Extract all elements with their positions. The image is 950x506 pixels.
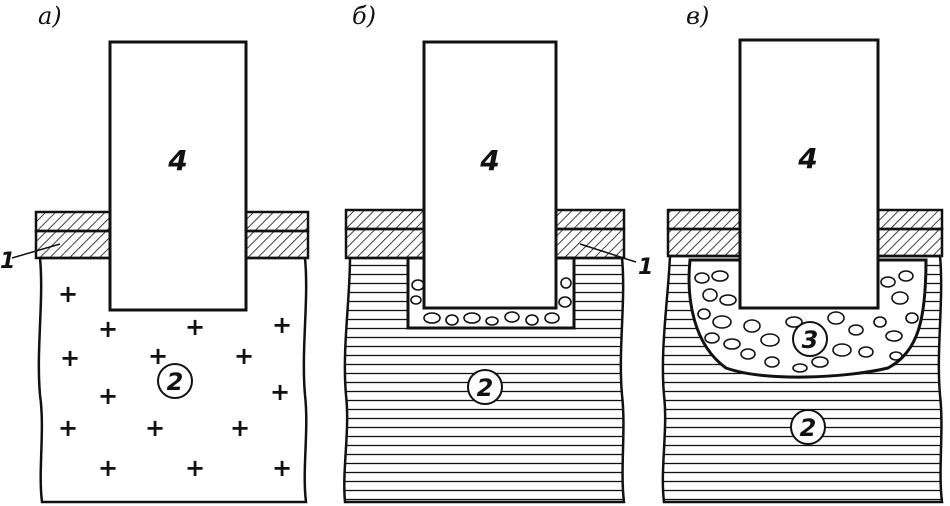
panel-b: б) 4 1 2 [343, 2, 653, 504]
panel-c: в) [661, 2, 944, 504]
panel-c-foundation-marker [790, 409, 826, 445]
svg-text:+: + [270, 378, 290, 406]
panel-a-layer-leader [11, 243, 61, 259]
svg-text:+: + [98, 454, 118, 482]
panel-c-fill-marker [792, 321, 828, 357]
panel-b-foundation-marker [467, 369, 503, 405]
svg-text:+: + [272, 454, 292, 482]
panel-c-foundation-label: 2 [800, 414, 817, 442]
panel-c-label: в) [686, 2, 709, 30]
svg-text:+: + [185, 313, 205, 341]
svg-text:+: + [58, 414, 78, 442]
panel-b-block-label: 4 [479, 144, 499, 177]
panel-a-foundation-label: 2 [167, 368, 184, 396]
svg-text:+: + [58, 280, 78, 308]
panel-b-layer-label: 1 [638, 255, 653, 280]
panel-c-gravel [694, 270, 919, 373]
panel-c-block [738, 38, 880, 310]
panel-a-label: а) [38, 2, 62, 30]
panel-a-block-label: 4 [167, 144, 187, 177]
panel-a-layer-label: 1 [0, 249, 15, 274]
panel-a-foundation-marker [157, 363, 193, 399]
svg-text:+: + [185, 454, 205, 482]
panel-b-label: б) [352, 2, 376, 30]
svg-text:+: + [145, 414, 165, 442]
panel-b-foundation-label: 2 [477, 374, 494, 402]
panel-c-block-label: 4 [797, 142, 817, 175]
svg-text:+: + [98, 315, 118, 343]
svg-text:+: + [230, 414, 250, 442]
panel-a: а) + + + + + + + + + + + + + + + 4 1 [0, 2, 310, 504]
svg-text:+: + [272, 311, 292, 339]
svg-text:+: + [234, 342, 254, 370]
panel-c-fill-label: 3 [802, 326, 819, 354]
panel-b-gravel [410, 277, 572, 326]
svg-text:+: + [60, 344, 80, 372]
panel-b-layer-leader [579, 243, 637, 263]
panel-b-block [422, 40, 558, 310]
svg-text:+: + [98, 382, 118, 410]
panel-a-soil-marks: + + + + + + + + + + + + + + + [58, 280, 292, 482]
svg-text:+: + [148, 342, 168, 370]
panel-a-block [108, 40, 248, 312]
